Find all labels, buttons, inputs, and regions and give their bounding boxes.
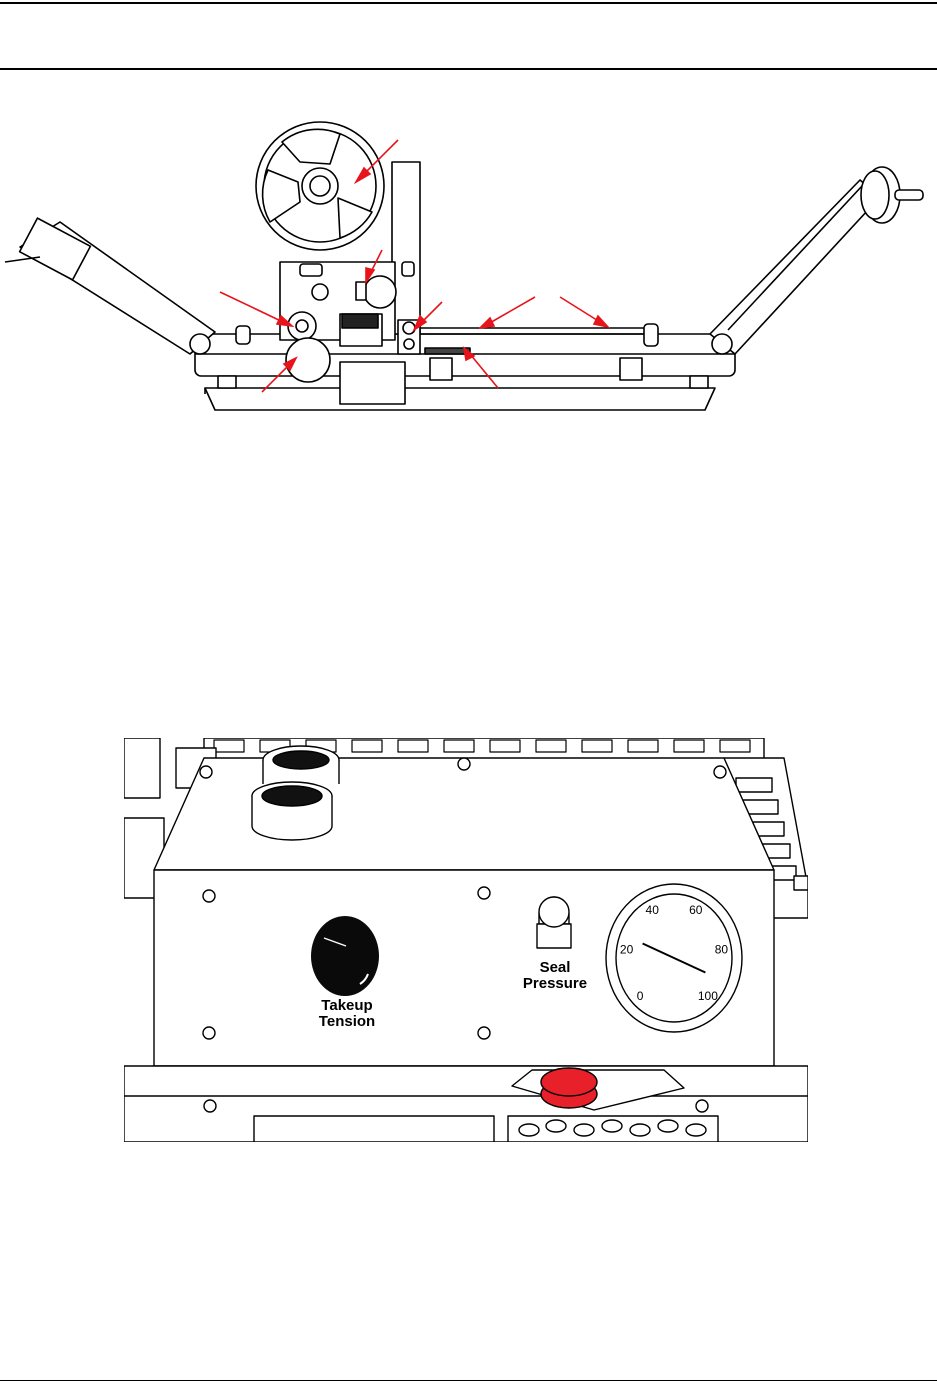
gauge-tick-label: 60 bbox=[689, 903, 703, 917]
footer-rule bbox=[0, 1380, 937, 1381]
gauge-tick-label: 0 bbox=[637, 989, 644, 1003]
gauge-tick-label: 80 bbox=[715, 943, 729, 957]
gauge-tick-label: 40 bbox=[646, 903, 660, 917]
machine-illustration bbox=[0, 92, 937, 422]
control-panel-drawing: 0 20 40 60 80 100 Takeup Tension Seal Pressur… bbox=[124, 738, 808, 1142]
control-panel-illustration: 0 20 40 60 80 100 Takeup Tension Seal Pressur… bbox=[124, 738, 808, 1142]
right-arm bbox=[710, 180, 880, 354]
seal-label-line2: Pressure bbox=[523, 975, 587, 992]
center-housing bbox=[340, 362, 405, 404]
header-rule-top bbox=[0, 2, 937, 4]
scale-strip bbox=[425, 348, 470, 354]
base-plate bbox=[205, 388, 715, 410]
seal-label-line1: Seal bbox=[540, 959, 571, 976]
takeup-label-line2: Tension bbox=[319, 1013, 375, 1030]
gauge-tick-label: 100 bbox=[698, 989, 718, 1003]
header-rule-bottom bbox=[0, 68, 937, 70]
support-column bbox=[392, 162, 420, 334]
takeup-tension-knob bbox=[311, 916, 379, 996]
emergency-stop-button bbox=[541, 1068, 597, 1108]
machine-drawing bbox=[0, 92, 937, 422]
takeup-label-line1: Takeup bbox=[321, 997, 372, 1014]
panel-top-cover bbox=[154, 758, 774, 870]
gauge-tick-label: 20 bbox=[620, 943, 634, 957]
